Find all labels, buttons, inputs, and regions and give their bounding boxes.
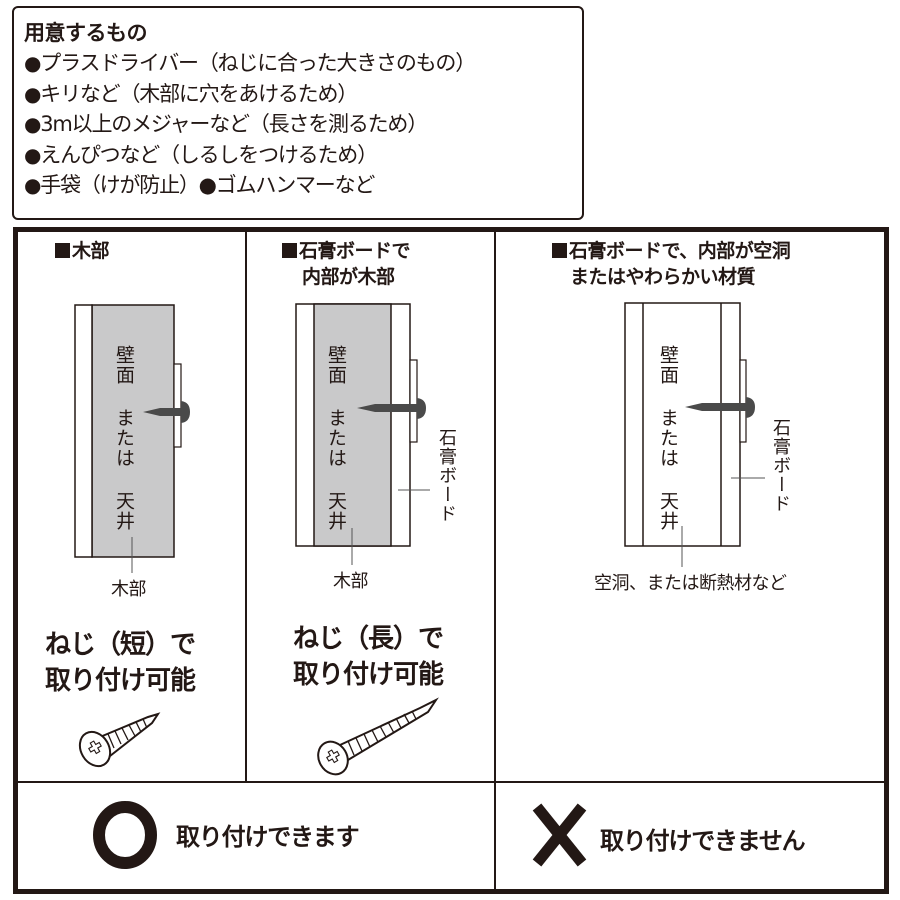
column-title-wood: 木部 xyxy=(55,238,110,264)
tools-item: ●手袋（けが防止）●ゴムハンマーなど xyxy=(24,173,375,197)
row-divider xyxy=(18,781,884,783)
wall-cross-section-board-wood xyxy=(295,303,430,565)
callout-wood: 木部 xyxy=(111,579,147,600)
square-bullet-icon xyxy=(55,243,70,258)
nail-icon xyxy=(357,398,426,419)
callout-gypsum-board: 石膏ボード xyxy=(436,428,457,523)
callout-hollow: 空洞、または断熱材など xyxy=(594,573,787,594)
tools-item: ●3m以上のメジャーなど（長さを測るため） xyxy=(24,112,428,136)
short-screw-icon xyxy=(78,712,161,768)
result-ok-label: 取り付けできます xyxy=(176,823,360,851)
screw-caption-long: ねじ（長）で 取り付け可能 xyxy=(293,624,444,690)
nail-icon xyxy=(143,401,190,423)
callout-wood: 木部 xyxy=(333,571,369,592)
wall-cross-section-wood xyxy=(74,304,190,573)
screw-caption-short: ねじ（短）で 取り付け可能 xyxy=(45,630,196,696)
ok-circle-icon xyxy=(93,801,157,869)
square-bullet-icon xyxy=(552,243,567,258)
ng-cross-icon xyxy=(532,803,587,867)
wall-label: 壁面 または 天井 xyxy=(657,345,679,531)
long-screw-icon xyxy=(317,697,439,776)
wall-label: 壁面 または 天井 xyxy=(325,345,347,531)
column-title-board-wood: 石膏ボードで 内部が木部 xyxy=(282,238,442,290)
column-title-board-hollow: 石膏ボードで、内部が空洞 またはやわらかい材質 xyxy=(552,238,832,290)
tools-item: ●キリなど（木部に穴をあけるため） xyxy=(24,81,358,106)
tools-title: 用意するもの xyxy=(24,21,148,45)
column-divider xyxy=(245,232,247,783)
wall-label: 壁面 または 天井 xyxy=(113,345,135,531)
callout-gypsum-board: 石膏ボード xyxy=(770,418,791,513)
nail-icon xyxy=(685,397,755,418)
wall-cross-section-board-hollow xyxy=(624,302,765,567)
tools-needed-box: 用意するもの ●プラスドライバー（ねじに合った大きさのもの） ●キリなど（木部に… xyxy=(12,6,584,220)
column-divider xyxy=(494,232,496,889)
tools-item: ●えんぴつなど（しるしをつけるため） xyxy=(24,142,378,167)
result-ng-label: 取り付けできません xyxy=(600,827,806,855)
square-bullet-icon xyxy=(282,243,297,258)
tools-item: ●プラスドライバー（ねじに合った大きさのもの） xyxy=(24,51,476,75)
